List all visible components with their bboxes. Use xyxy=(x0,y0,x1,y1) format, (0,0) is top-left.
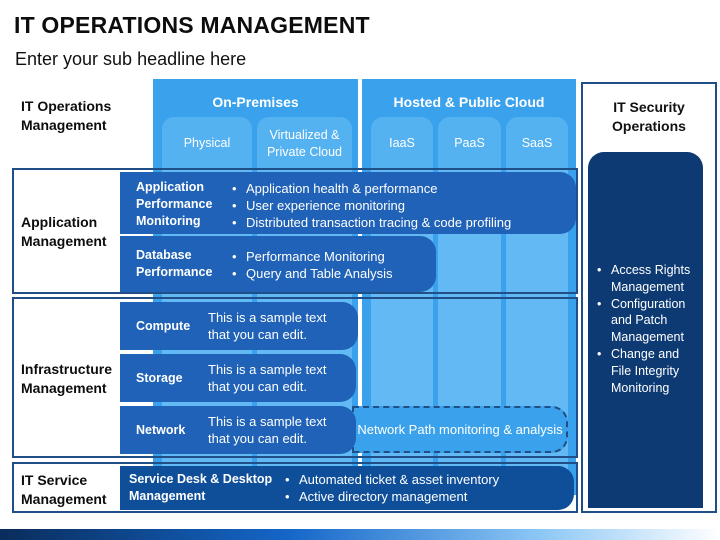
security-frame xyxy=(581,82,717,513)
db-item: Performance Monitoring xyxy=(230,248,430,265)
service-desk-item: Automated ticket & asset inventory xyxy=(283,471,563,488)
db-item: Query and Table Analysis xyxy=(230,265,430,282)
storage-label: Storage xyxy=(136,371,183,385)
security-item: Change and File Integrity Monitoring xyxy=(596,346,701,396)
security-item: Access Rights Management xyxy=(596,262,701,296)
storage-text: This is a sample text that you can edit. xyxy=(208,362,327,394)
compute-block: Compute This is a sample text that you c… xyxy=(120,302,358,350)
apm-label: Application Performance Monitoring xyxy=(136,180,213,228)
security-list: Access Rights Management Configuration a… xyxy=(596,262,701,396)
service-desk-item: Active directory management xyxy=(283,488,563,505)
tab-virtualized-private-cloud: Virtualized & Private Cloud xyxy=(257,117,352,170)
compute-text: This is a sample text that you can edit. xyxy=(208,310,327,342)
apm-item: Application health & performance xyxy=(230,180,570,197)
db-list: Performance Monitoring Query and Table A… xyxy=(230,248,430,282)
db-label: Database Performance xyxy=(136,248,213,279)
service-row-label: IT Service Management xyxy=(21,472,107,507)
tab-saas: SaaS xyxy=(506,117,568,170)
service-desk-list: Automated ticket & asset inventory Activ… xyxy=(283,471,563,505)
on-premises-title: On-Premises xyxy=(212,94,299,110)
compute-label: Compute xyxy=(136,319,191,333)
apm-list: Application health & performance User ex… xyxy=(230,180,570,231)
service-desk-block: Service Desk & Desktop Management Automa… xyxy=(120,466,574,510)
page-subtitle: Enter your sub headline here xyxy=(15,49,247,69)
infrastructure-row-label: Infrastructure Management xyxy=(21,361,113,396)
apm-item: User experience monitoring xyxy=(230,197,570,214)
page-title: IT OPERATIONS MANAGEMENT xyxy=(14,12,370,38)
tab-iaas: IaaS xyxy=(371,117,433,170)
left-column-header: IT Operations Management xyxy=(21,98,112,133)
security-title: IT Security Operations xyxy=(612,99,686,134)
security-item: Configuration and Patch Management xyxy=(596,296,701,346)
apm-item: Distributed transaction tracing & code p… xyxy=(230,214,570,231)
network-label: Network xyxy=(136,423,186,437)
application-row-frame xyxy=(12,168,578,294)
apm-block: Application Performance Monitoring Appli… xyxy=(120,172,576,234)
tab-paas: PaaS xyxy=(438,117,501,170)
service-desk-label: Service Desk & Desktop Management xyxy=(129,472,273,503)
infrastructure-row-frame xyxy=(12,297,578,458)
service-row-frame xyxy=(12,462,578,513)
network-block: Network This is a sample text that you c… xyxy=(120,406,356,454)
db-block: Database Performance Performance Monitor… xyxy=(120,236,436,292)
network-path-block: Network Path monitoring & analysis xyxy=(352,406,568,453)
footer-gradient-bar xyxy=(0,529,720,540)
hosted-public-cloud-title: Hosted & Public Cloud xyxy=(393,94,545,110)
tab-physical: Physical xyxy=(162,117,252,170)
storage-block: Storage This is a sample text that you c… xyxy=(120,354,356,402)
security-panel: Access Rights Management Configuration a… xyxy=(588,152,703,508)
application-row-label: Application Management xyxy=(21,214,107,249)
network-text: This is a sample text that you can edit. xyxy=(208,414,327,446)
